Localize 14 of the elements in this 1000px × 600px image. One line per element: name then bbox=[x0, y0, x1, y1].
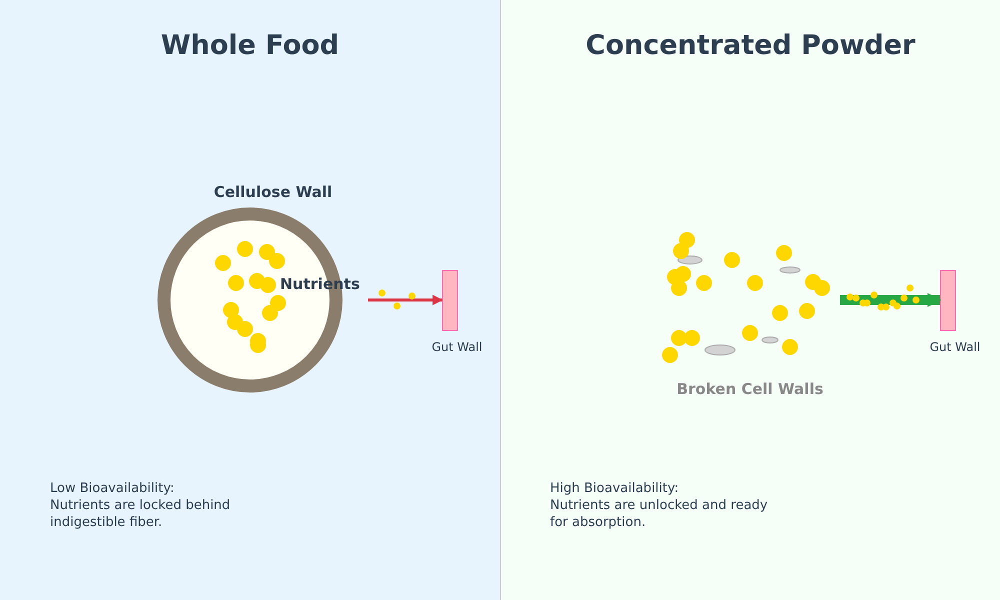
cell-wall-label: Cellulose Wall bbox=[212, 183, 334, 201]
broken-cell-walls-label: Broken Cell Walls bbox=[676, 380, 824, 398]
note-heading: Low Bioavailability: bbox=[50, 480, 176, 497]
panel-background bbox=[0, 0, 502, 600]
absorption-arrow bbox=[840, 293, 942, 307]
panel-title: Whole Food bbox=[160, 30, 340, 61]
panel-background bbox=[501, 0, 1000, 600]
gut-wall-label: Gut Wall bbox=[430, 340, 484, 354]
arrow bbox=[368, 294, 444, 306]
gut-wall-label: Gut Wall bbox=[928, 340, 982, 354]
panel-title: Concentrated Powder bbox=[584, 30, 916, 61]
note-text: Nutrients are locked behind indigestible fiber. bbox=[50, 497, 232, 531]
note-text: Nutrients are unlocked and ready for absorption. bbox=[550, 497, 769, 531]
note-heading: High Bioavailability: bbox=[550, 480, 680, 497]
